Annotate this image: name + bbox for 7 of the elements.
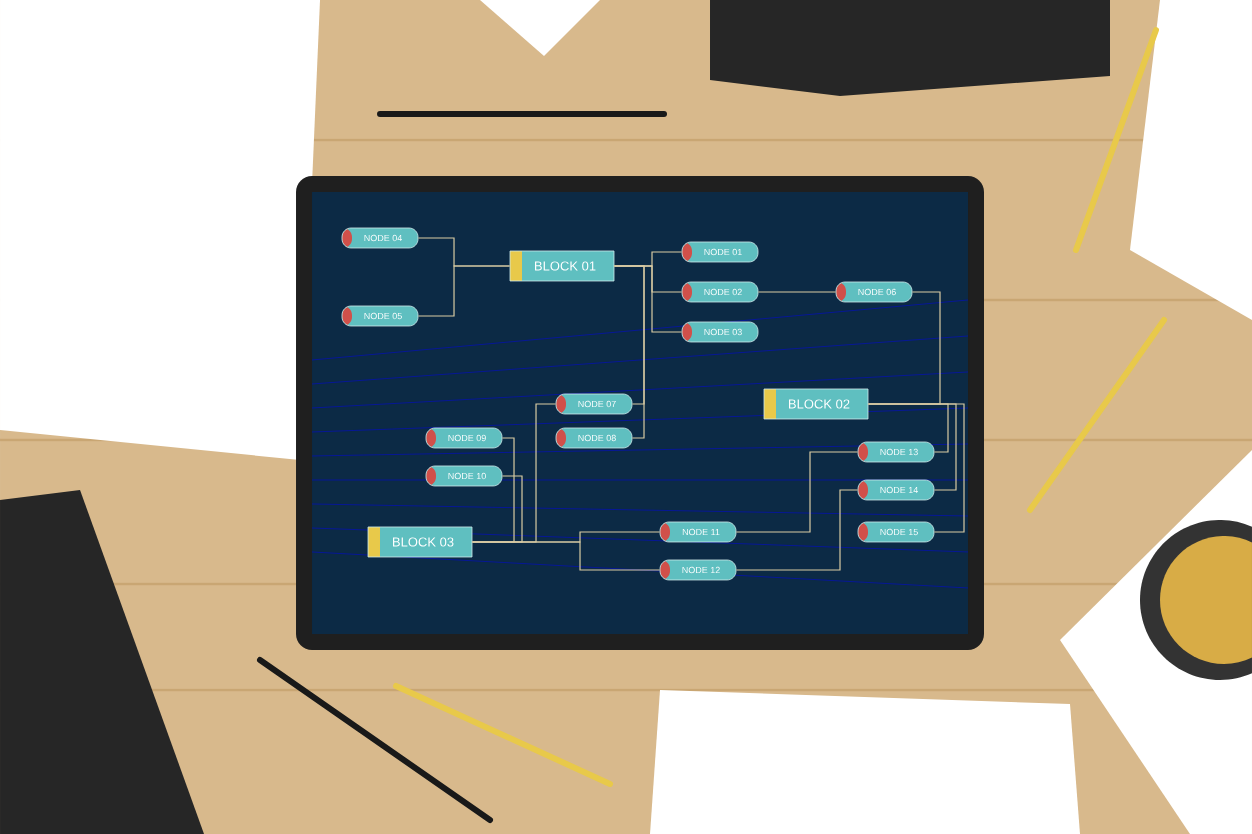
connector-line xyxy=(757,291,837,293)
connector-line xyxy=(735,489,859,571)
connector-line xyxy=(867,403,965,533)
connector-line xyxy=(613,265,645,439)
connector-line xyxy=(471,541,661,571)
connector-line xyxy=(735,451,859,533)
connector-line xyxy=(417,265,511,317)
